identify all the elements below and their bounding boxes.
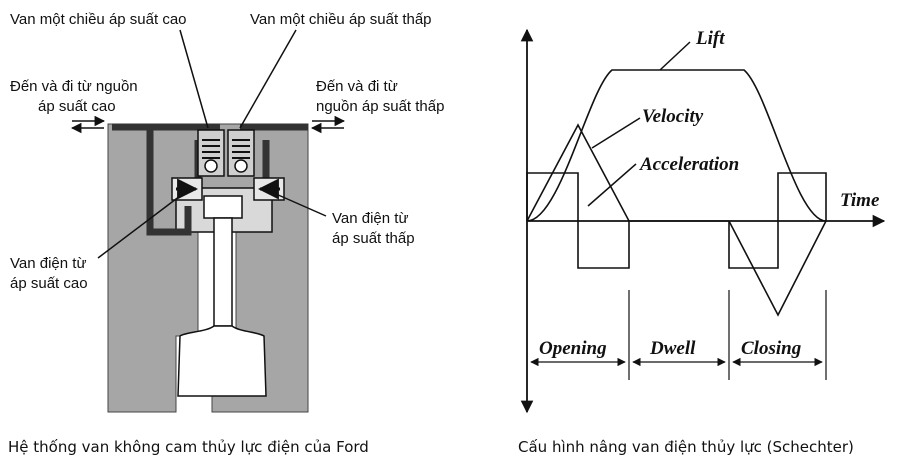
lift-curve xyxy=(526,69,827,222)
valve-stem xyxy=(213,217,233,327)
caption-right: Cấu hình nâng van điện thủy lực (Schecht… xyxy=(518,438,854,456)
caption-left: Hệ thống van không cam thủy lực điện của… xyxy=(8,438,369,456)
phase-dwell: Dwell xyxy=(649,338,696,359)
flow-arrows xyxy=(70,115,346,134)
label-lp-solenoid-line1: Van điện từ xyxy=(332,210,408,227)
label-hp-check-valve: Van một chiều áp suất cao xyxy=(10,11,187,28)
label-lift: Lift xyxy=(695,28,725,49)
solenoid-valve-high-pressure xyxy=(171,177,203,201)
phase-closing: Closing xyxy=(741,338,801,359)
label-hp-solenoid-line2: áp suất cao xyxy=(10,275,88,292)
label-hp-source-line1: Đến và đi từ nguồn xyxy=(10,78,138,95)
solenoid-valve-low-pressure xyxy=(253,177,285,201)
label-lp-source-line2: nguồn áp suất thấp xyxy=(316,98,444,115)
check-valve-low-pressure xyxy=(227,129,255,177)
label-hp-solenoid-line1: Van điện từ xyxy=(10,255,86,272)
acceleration-curve xyxy=(526,172,827,269)
velocity-curve xyxy=(526,123,827,317)
lift-profile-diagram: Lift Velocity Acceleration Time Opening … xyxy=(518,28,886,456)
label-acceleration: Acceleration xyxy=(639,154,739,175)
phase-separators xyxy=(628,290,827,380)
label-time-axis: Time xyxy=(840,190,880,211)
leader-lines xyxy=(97,29,327,259)
camless-valve-diagram: Van một chiều áp suất cao Van một chiều … xyxy=(8,11,444,456)
label-velocity: Velocity xyxy=(642,106,704,127)
hydraulic-piston xyxy=(203,195,243,219)
phase-opening: Opening xyxy=(539,338,607,359)
check-valve-high-pressure xyxy=(197,129,225,177)
curve-leaders xyxy=(587,41,691,207)
label-lp-source-line1: Đến và đi từ xyxy=(316,78,398,95)
valve-head xyxy=(177,325,267,397)
label-lp-solenoid-line2: áp suất thấp xyxy=(332,230,415,247)
label-hp-source-line2: áp suất cao xyxy=(38,98,116,115)
label-lp-check-valve: Van một chiều áp suất thấp xyxy=(250,11,432,28)
